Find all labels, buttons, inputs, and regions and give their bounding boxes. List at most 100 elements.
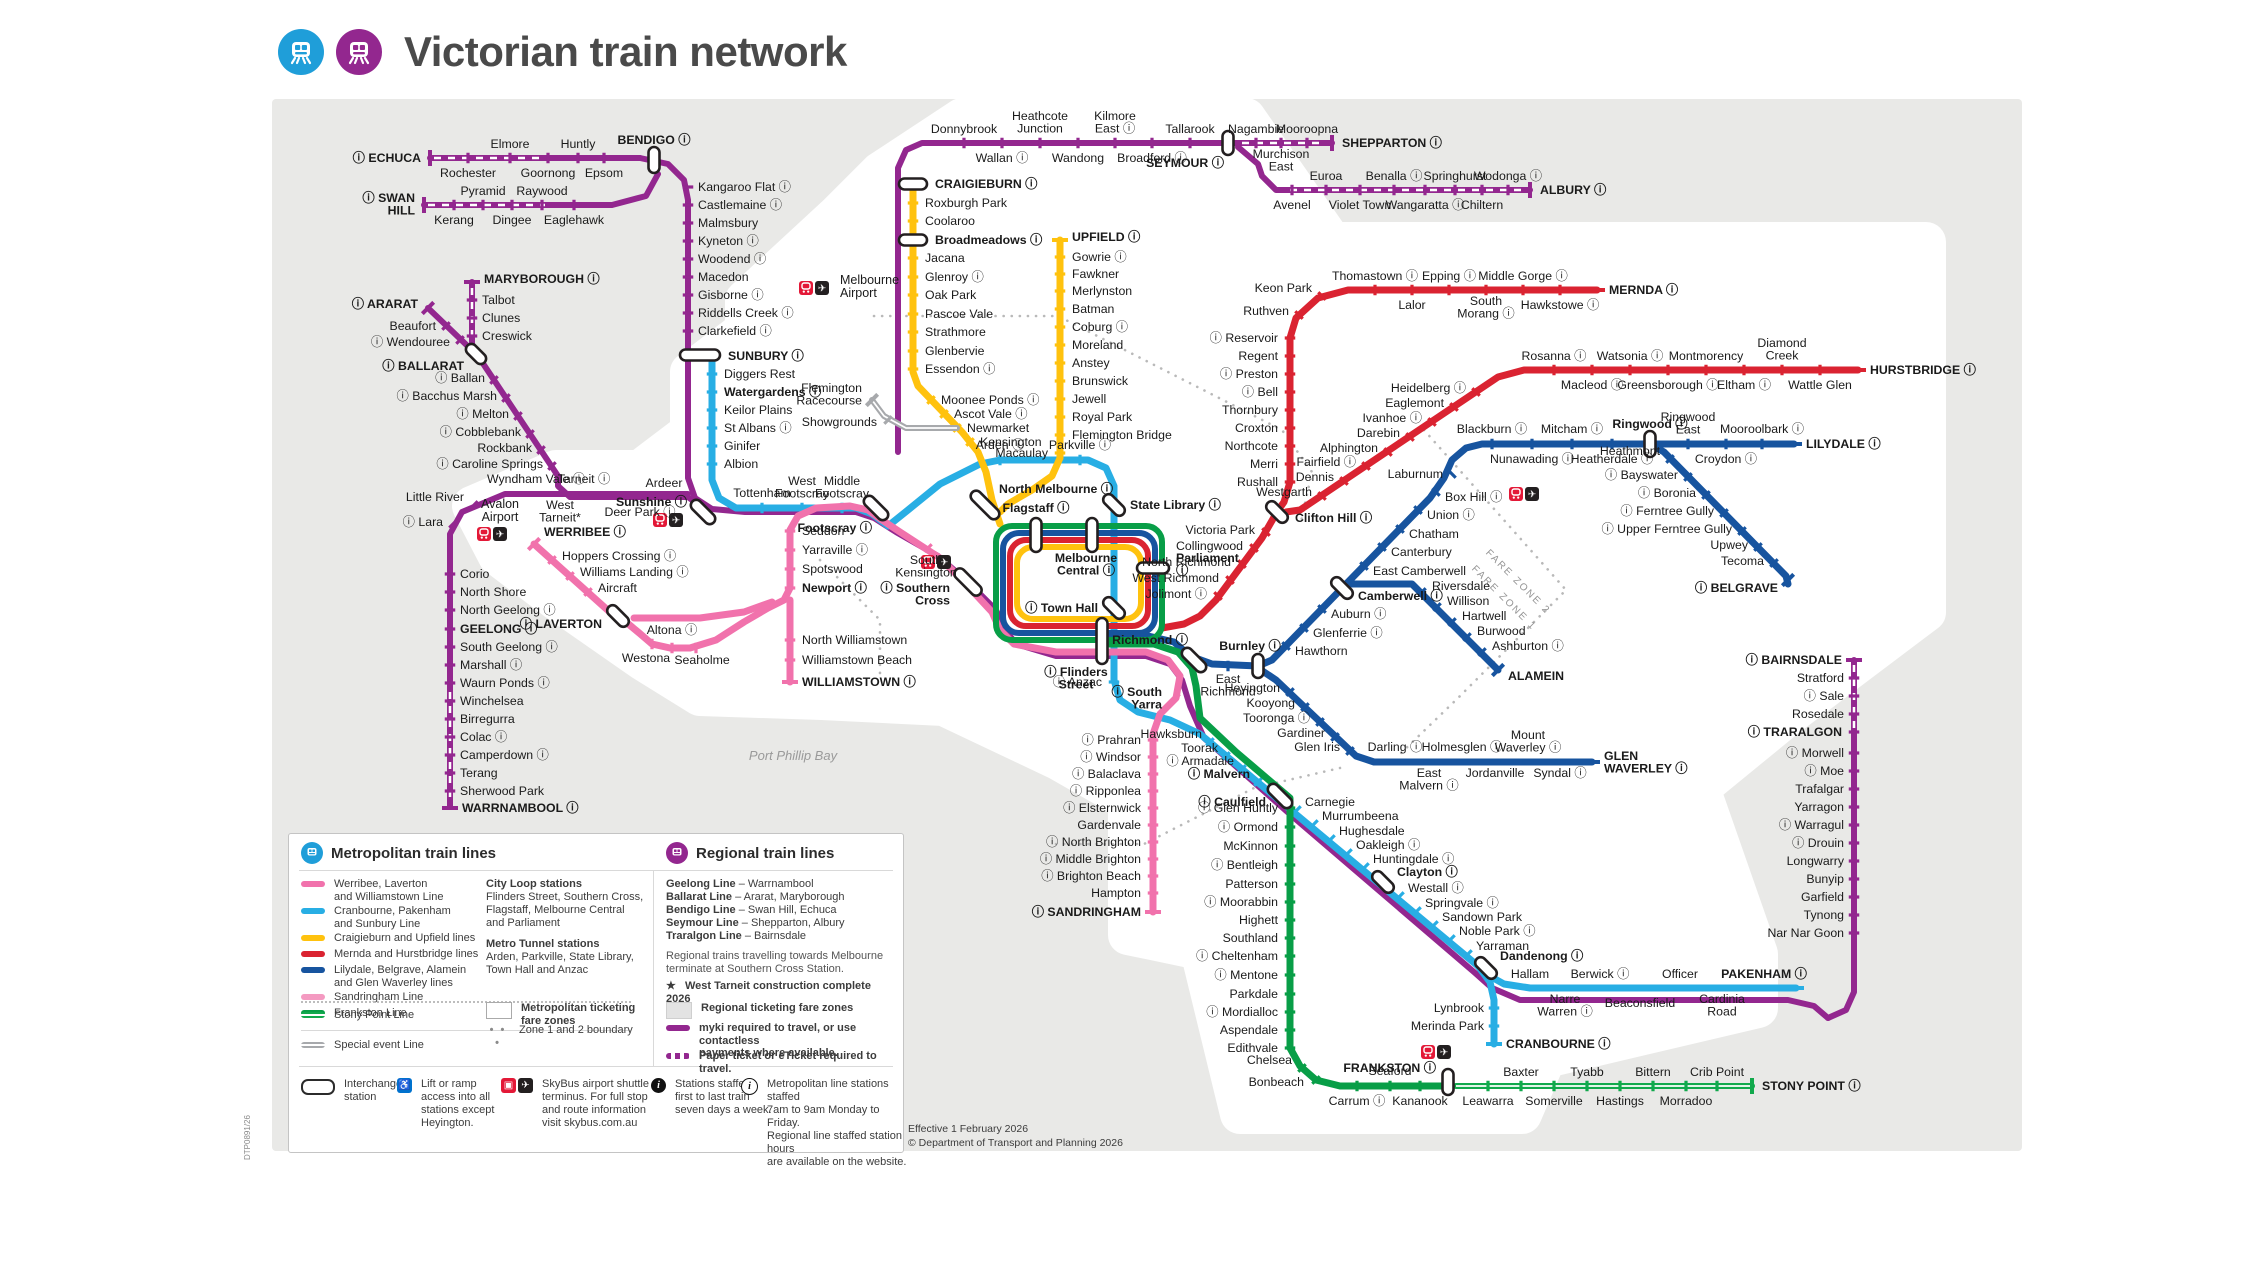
- zone-boundary: • • •Zone 1 and 2 boundary: [486, 1024, 646, 1049]
- station-label: North Williamstown: [802, 633, 907, 647]
- station-label: Somerville: [1525, 1094, 1583, 1108]
- terminus-bar: [1330, 135, 1334, 151]
- station-tick: [784, 638, 796, 642]
- station-tick: [1226, 660, 1230, 672]
- station-label: Heidelberg ⓘ: [1391, 381, 1466, 395]
- station-tick: [1489, 760, 1501, 764]
- station-label: Jolimont ⓘ: [1145, 587, 1207, 601]
- station-label: Royal Park: [1072, 410, 1133, 424]
- station-label: Huntingdale ⓘ: [1373, 852, 1454, 866]
- station-label: GEELONG ⓘ: [460, 621, 538, 636]
- city-loop-yellow: [1014, 544, 1144, 622]
- station-label: ⓘ Warragul: [1779, 818, 1844, 832]
- station-tick: [1389, 760, 1401, 764]
- station-label: ⓘ Mordialloc: [1206, 1005, 1278, 1019]
- station-label: Brunswick: [1072, 374, 1129, 388]
- station-tick: [578, 492, 590, 496]
- line-swatch: [301, 935, 325, 941]
- station-tick: [1594, 986, 1606, 990]
- station-tick: [602, 152, 606, 164]
- station-tick: [907, 293, 919, 297]
- station-label: Nar Nar Goon: [1767, 926, 1844, 940]
- station-label: ⓘ Mentone: [1214, 968, 1278, 982]
- legend-panel: Metropolitan train lines Regional train …: [288, 833, 906, 1168]
- station-tick: [466, 316, 478, 320]
- line-stripe-flemington: [871, 399, 957, 429]
- airport-icon: ✈: [815, 281, 829, 295]
- station-label: Clunes: [482, 311, 520, 325]
- terminus-bar: [1486, 1042, 1502, 1046]
- station-label: Heyington: [1225, 681, 1281, 695]
- station-tick: [576, 152, 580, 164]
- station-tick: [1054, 343, 1066, 347]
- skybus-dot: [480, 536, 483, 539]
- station-label: Elmore: [491, 137, 530, 151]
- station-tick: [784, 658, 796, 662]
- station-label: HURSTBRIDGE ⓘ: [1870, 362, 1977, 377]
- station-tick: [513, 411, 523, 421]
- zone-boundary-icon: • • •: [489, 1024, 507, 1049]
- line-hurstbridge: [1282, 366, 1862, 516]
- station-tick: [1490, 438, 1494, 450]
- line-swatch: [301, 908, 325, 914]
- station-tick: [907, 219, 919, 223]
- station-tick: [694, 642, 698, 654]
- station-label: Winchelsea: [460, 694, 524, 708]
- station-tick: [1221, 751, 1231, 761]
- station-tick: [1388, 1080, 1392, 1092]
- metro-zone-box: [486, 1002, 512, 1019]
- station-tick: [1355, 1080, 1359, 1092]
- station-tick: [1000, 137, 1004, 149]
- station-label: Birregurra: [460, 712, 515, 726]
- airport-icon: ✈: [493, 527, 507, 541]
- line-label: Craigieburn and Upfield lines: [334, 932, 476, 944]
- station-tick: [1456, 760, 1468, 764]
- station-label: Merlynston: [1072, 284, 1132, 298]
- station-tick: [1570, 438, 1574, 450]
- station-label: Tecoma: [1721, 554, 1764, 568]
- station-label: Morradoo: [1660, 1094, 1713, 1108]
- station-label: ⓘ Bayswater: [1605, 468, 1678, 482]
- station-label: Highett: [1239, 913, 1279, 927]
- station-tick: [1524, 986, 1536, 990]
- station-label: ⓘ Reservoir: [1210, 331, 1278, 345]
- station-label: Nunawading ⓘ: [1490, 452, 1574, 466]
- station-tick: [1463, 949, 1473, 959]
- station-label: Montmorency: [1669, 349, 1744, 363]
- station-tick: [441, 321, 451, 331]
- station-tick: [1284, 336, 1296, 340]
- airport-badge: [493, 527, 507, 541]
- legend-stony-item: Stony Point Line: [301, 1009, 631, 1022]
- station-tick: [1848, 913, 1860, 917]
- station-label: Altona ⓘ: [647, 623, 698, 637]
- station-tick: [1147, 789, 1159, 793]
- station-tick: [583, 587, 593, 597]
- station-tick: [682, 311, 694, 315]
- station-tick: [1471, 387, 1481, 397]
- station-tick: [1758, 986, 1770, 990]
- station-tick: [444, 645, 456, 649]
- terminus-bar: [1528, 182, 1532, 198]
- station-label: Malmsbury: [698, 216, 759, 230]
- city-loop-blue: [1000, 530, 1158, 636]
- station-label: Seaford: [1368, 1064, 1411, 1078]
- skybus-glyph: [655, 514, 665, 522]
- station-label: Berwick ⓘ: [1571, 967, 1630, 981]
- station-tick: [1423, 184, 1427, 196]
- city-loop-green: [993, 523, 1165, 643]
- station-label: Westgarth: [1256, 485, 1312, 499]
- station-tick: [1618, 1080, 1622, 1092]
- station-label: ⓘ Balaclava: [1072, 767, 1141, 781]
- station-label: Syndal ⓘ: [1533, 766, 1586, 780]
- station-label: Macaulay: [995, 446, 1048, 460]
- station-label: Westall ⓘ: [1408, 881, 1464, 895]
- station-tick: [760, 502, 764, 514]
- metro-train-icon: [278, 29, 324, 75]
- station-tick: [1719, 508, 1729, 518]
- terminus-bar: [1584, 760, 1600, 764]
- station-tick: [784, 529, 796, 533]
- station-label: Creswick: [482, 329, 533, 343]
- station-tick: [1780, 364, 1784, 376]
